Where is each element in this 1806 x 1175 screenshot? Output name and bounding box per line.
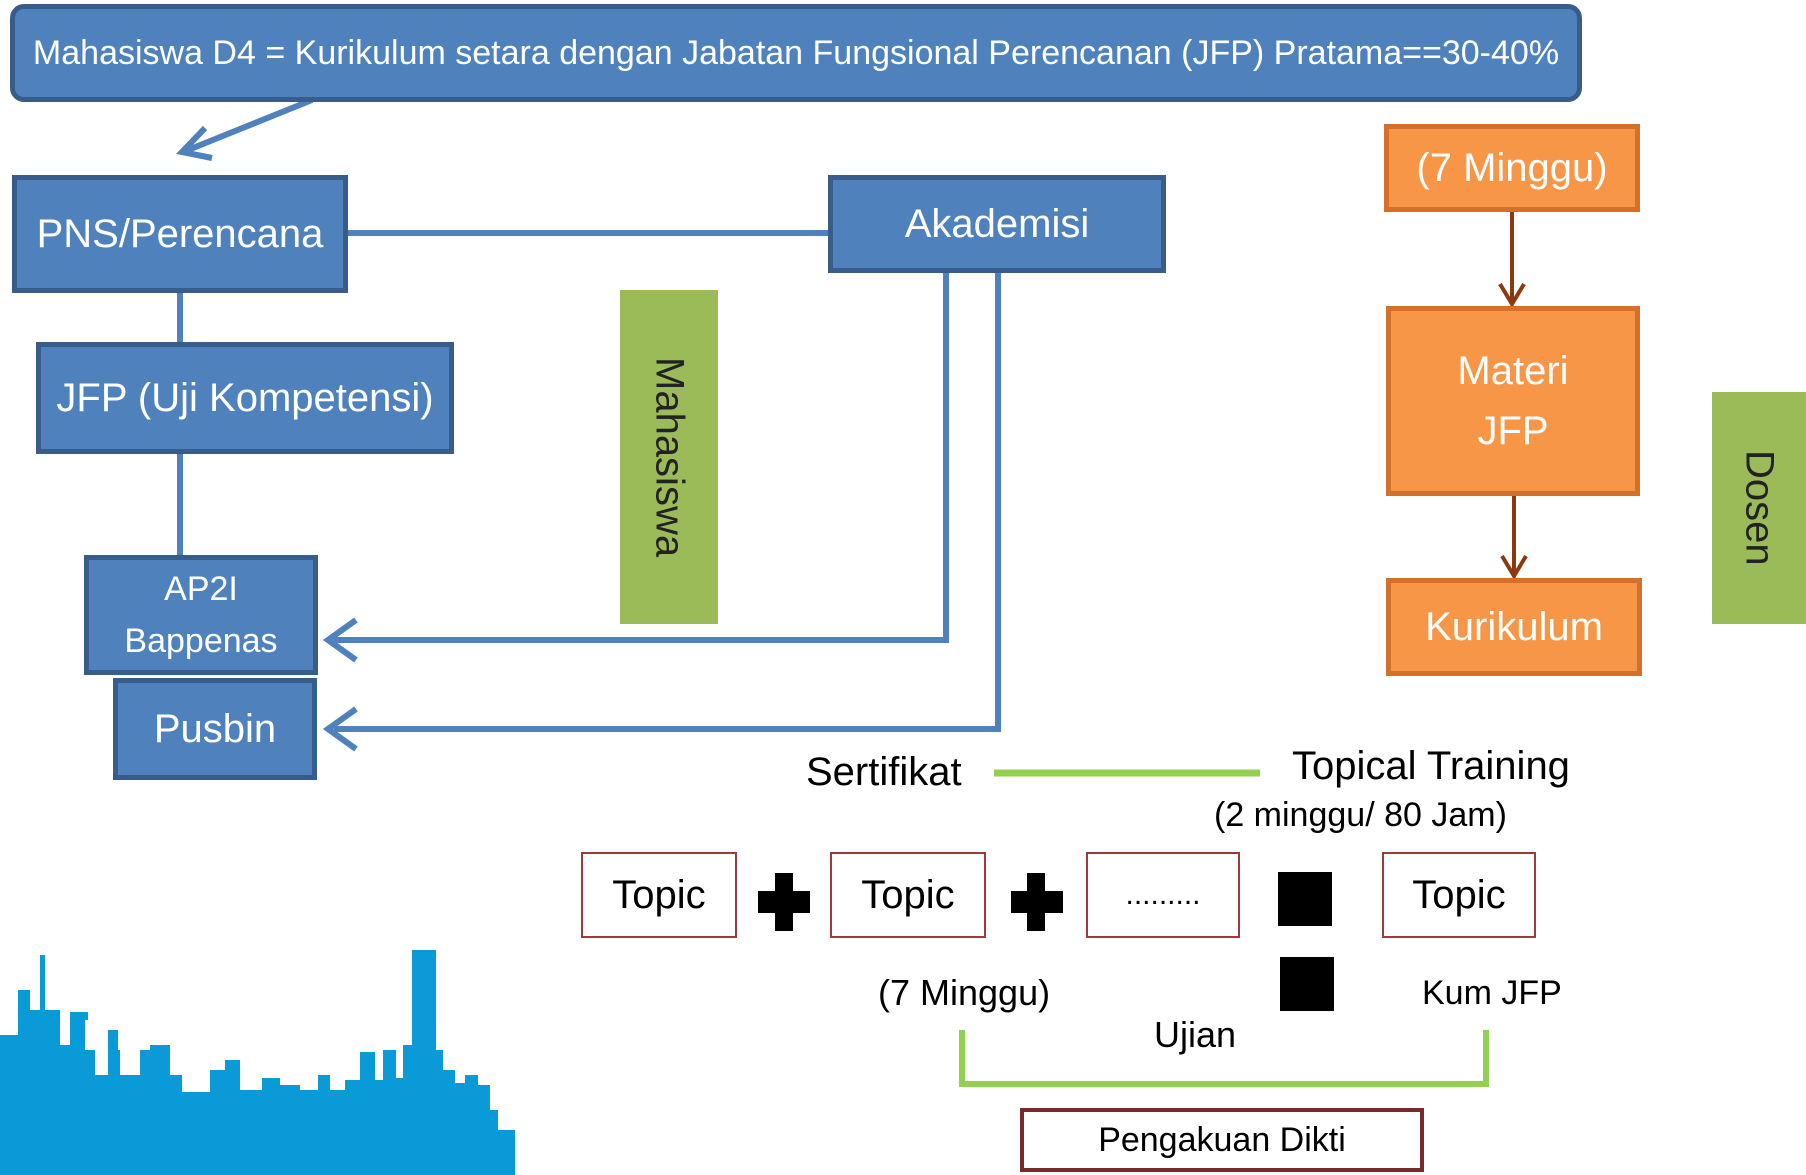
ellipsis-label: ......... (1125, 878, 1201, 911)
dosen-label: Dosen (1737, 450, 1782, 566)
ap2i-bappenas-box: AP2I Bappenas (84, 555, 318, 675)
topic-label: Topic (612, 872, 706, 917)
materi-label: Materi (1457, 349, 1569, 393)
training-duration-label: (2 minggu/ 80 Jam) (1214, 796, 1507, 834)
mahasiswa-label: Mahasiswa (647, 356, 692, 558)
pusbin-label: Pusbin (153, 706, 277, 751)
topical-training-label: Topical Training (1292, 744, 1570, 788)
topic-box-2: Topic (830, 852, 986, 938)
city-skyline-icon (0, 950, 515, 1175)
kum-jfp-label: Kum JFP (1422, 974, 1562, 1012)
ellipsis-box: ......... (1086, 852, 1240, 938)
dosen-bar: Dosen (1712, 392, 1806, 624)
topic-label: Topic (1412, 872, 1506, 917)
plus-icon (758, 873, 810, 931)
akademisi-pusbin-arrow (322, 272, 1001, 752)
akademisi-label: Akademisi (904, 201, 1090, 246)
materi-jfp-box: Materi JFP (1386, 306, 1640, 496)
equals-square-icon (1278, 872, 1332, 926)
topic-label: Topic (861, 872, 955, 917)
weeks-materi-arrow (1498, 210, 1526, 308)
bappenas-label: Bappenas (124, 622, 278, 660)
sertifikat-label: Sertifikat (806, 750, 962, 794)
ujian-bracket (959, 1030, 1489, 1087)
mahasiswa-bar: Mahasiswa (620, 290, 718, 624)
akademisi-ap2i-arrow (322, 272, 949, 663)
equals-square-icon (1280, 957, 1334, 1011)
topic-box-1: Topic (581, 852, 737, 938)
jfp-uji-box: JFP (Uji Kompetensi) (36, 342, 454, 454)
topic-box-3: Topic (1382, 852, 1536, 938)
weeks-note-label: (7 Minggu) (878, 972, 1051, 1013)
pengakuan-dikti-box: Pengakuan Dikti (1020, 1108, 1424, 1172)
pusbin-box: Pusbin (113, 678, 317, 780)
kurikulum-label: Kurikulum (1425, 604, 1603, 649)
kurikulum-box: Kurikulum (1386, 578, 1642, 676)
weeks-label: (7 Minggu) (1416, 145, 1608, 190)
jfp-uji-label: JFP (Uji Kompetensi) (56, 375, 434, 420)
ap2i-label: AP2I (164, 570, 238, 608)
materi-kurikulum-arrow (1500, 494, 1528, 580)
plus-icon (1011, 873, 1063, 931)
pns-perencana-label: PNS/Perencana (36, 211, 324, 256)
akademisi-box: Akademisi (828, 175, 1166, 273)
ujian-label: Ujian (1154, 1014, 1237, 1055)
pengakuan-dikti-label: Pengakuan Dikti (1098, 1120, 1346, 1159)
pns-perencana-box: PNS/Perencana (12, 175, 348, 293)
weeks-box: (7 Minggu) (1384, 124, 1640, 212)
jfp-label: JFP (1477, 409, 1549, 453)
top-banner-text: Mahasiswa D4 = Kurikulum setara dengan J… (32, 33, 1560, 72)
banner-arrow (176, 97, 314, 161)
top-banner: Mahasiswa D4 = Kurikulum setara dengan J… (10, 4, 1582, 102)
city-skyline-icon (70, 1012, 88, 1020)
